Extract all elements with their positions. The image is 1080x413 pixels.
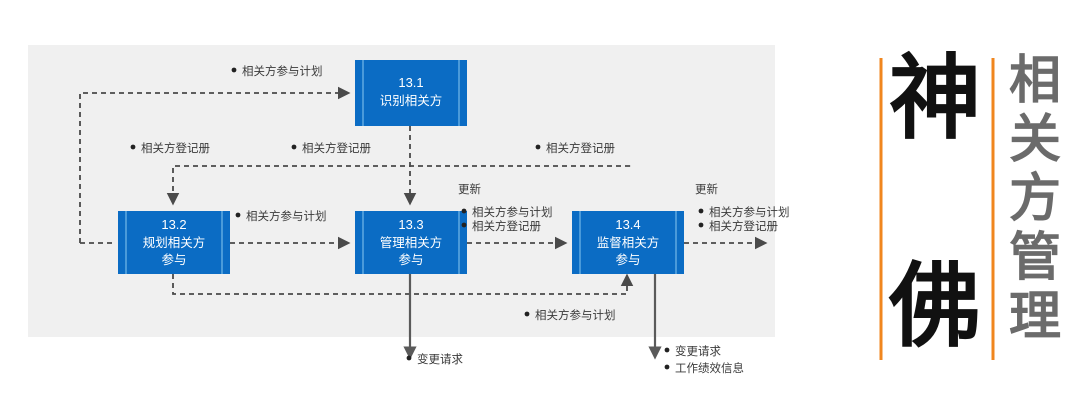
label-work-performance-info: 工作绩效信息 xyxy=(675,361,744,375)
side-title-char-3: 方 xyxy=(1009,169,1061,229)
label-update-right-head: 更新 xyxy=(695,182,718,196)
bullet-dot-icon xyxy=(698,222,704,228)
process-box-13-2-line-2: 参与 xyxy=(161,252,186,267)
process-box-13-3-number: 13.3 xyxy=(398,217,423,232)
label-bottom-plan: 相关方参与计划 xyxy=(535,308,616,322)
side-title-char-5: 理 xyxy=(1009,287,1061,347)
bullet-dot-icon xyxy=(235,212,241,218)
bullet-dots xyxy=(130,67,704,370)
process-box-13-4[interactable]: 13.4 监督相关方 参与 xyxy=(572,211,684,274)
label-update-mid-item-1: 相关方参与计划 xyxy=(472,205,553,219)
bullet-dot-icon xyxy=(231,67,237,73)
solid-connectors xyxy=(403,274,662,360)
arrow-loop-to-13-1 xyxy=(79,86,351,243)
bullet-dot-icon xyxy=(524,311,530,317)
side-title-char-1: 相 xyxy=(1009,51,1061,111)
process-box-13-1-line-1: 识别相关方 xyxy=(380,93,443,108)
label-change-request-mid: 变更请求 xyxy=(417,352,463,366)
bullet-dot-icon xyxy=(535,144,541,150)
label-update-right-item-2: 相关方登记册 xyxy=(709,219,778,233)
process-box-13-2-number: 13.2 xyxy=(161,217,186,232)
process-box-13-3-line-2: 参与 xyxy=(398,252,423,267)
bullet-dot-icon xyxy=(664,364,670,370)
label-change-request-right: 变更请求 xyxy=(675,344,721,358)
watermark-char-2: 佛 xyxy=(888,253,981,360)
label-register-mid: 相关方登记册 xyxy=(302,141,371,155)
label-update-mid-head: 更新 xyxy=(458,182,481,196)
process-box-13-2-line-1: 规划相关方 xyxy=(143,235,206,250)
process-box-13-1[interactable]: 13.1 识别相关方 xyxy=(355,60,467,126)
process-box-13-4-line-1: 监督相关方 xyxy=(597,235,660,250)
side-title-char-2: 关 xyxy=(1009,110,1061,170)
label-mid-plan: 相关方参与计划 xyxy=(246,209,327,223)
process-box-13-4-line-2: 参与 xyxy=(615,252,640,267)
arrow-register-to-13-2 xyxy=(166,165,630,206)
bullet-dot-icon xyxy=(130,144,136,150)
process-box-13-2[interactable]: 13.2 规划相关方 参与 xyxy=(118,211,230,274)
label-update-right-item-1: 相关方参与计划 xyxy=(709,205,790,219)
label-update-mid-item-2: 相关方登记册 xyxy=(472,219,541,233)
bullet-dot-icon xyxy=(461,222,467,228)
bullet-dot-icon xyxy=(406,355,412,361)
label-top-plan: 相关方参与计划 xyxy=(242,64,323,78)
dashed-connectors xyxy=(79,86,768,295)
side-title-panel: 神 佛 相 关 方 管 理 xyxy=(879,45,1061,360)
bullet-dot-icon xyxy=(461,208,467,214)
process-box-13-1-number: 13.1 xyxy=(398,75,423,90)
process-box-13-4-number: 13.4 xyxy=(615,217,640,232)
label-register-left: 相关方登记册 xyxy=(141,141,210,155)
process-box-13-3[interactable]: 13.3 管理相关方 参与 xyxy=(355,211,467,274)
watermark-char-1: 神 xyxy=(889,45,981,152)
arrow-13-2-to-13-4-feedback xyxy=(172,273,634,295)
bullet-dot-icon xyxy=(664,347,670,353)
bullet-dot-icon xyxy=(698,208,704,214)
label-register-right: 相关方登记册 xyxy=(546,141,615,155)
bullet-dot-icon xyxy=(291,144,297,150)
side-title-char-4: 管 xyxy=(1009,228,1061,288)
process-box-13-3-line-1: 管理相关方 xyxy=(380,235,443,250)
